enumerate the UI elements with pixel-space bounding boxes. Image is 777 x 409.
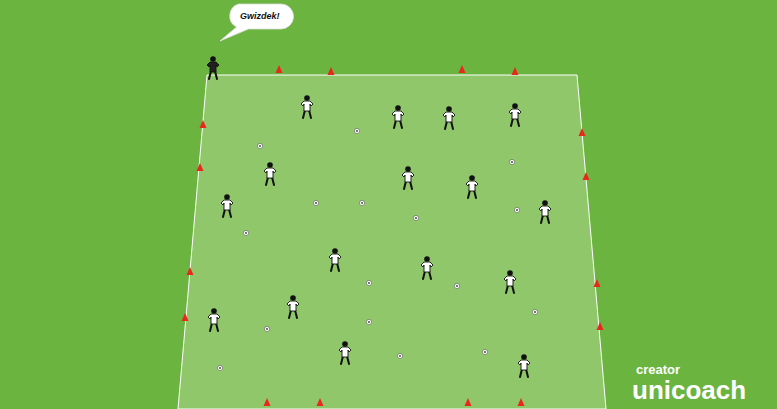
watermark-logo: unicoach [632,377,746,403]
cone-marker [276,65,283,73]
ball [482,349,487,354]
player-figure [539,200,551,223]
watermark-small: creator [636,363,680,376]
ball [366,280,371,285]
player-group [207,56,551,377]
cone-marker [182,313,189,321]
ball [509,159,514,164]
cone-marker [200,120,207,128]
cone-marker [459,65,466,73]
ball [532,309,537,314]
bubble-text: Gwizdek! [240,11,280,21]
player-figure [421,256,433,279]
cone-marker [187,267,194,275]
player-figure [301,95,313,118]
cone-marker [518,398,525,406]
player-figure [443,106,455,129]
ball [264,326,269,331]
player-figure [329,248,341,271]
ball [313,200,318,205]
player-figure [264,162,276,185]
cone-marker [583,172,590,180]
ball [397,353,402,358]
ball [514,207,519,212]
cone-marker [264,398,271,406]
ball [354,128,359,133]
ball [366,319,371,324]
speech-bubble: Gwizdek! [226,4,294,29]
player-figure [466,175,478,198]
cone-marker [597,322,604,330]
player-figure [392,105,404,128]
ball [359,200,364,205]
cone-marker [317,398,324,406]
ball [217,365,222,370]
cone-marker [465,398,472,406]
coach-figure [207,56,219,79]
player-figure [287,295,299,318]
cone-marker [328,67,335,75]
cone-marker [594,279,601,287]
player-figure [518,354,530,377]
cone-marker [197,163,204,171]
cone-marker [579,128,586,136]
player-figure [509,103,521,126]
cone-group [182,65,604,406]
player-figure [221,194,233,217]
ball-group [217,128,537,370]
player-figure [208,308,220,331]
ball [257,143,262,148]
ball [413,215,418,220]
training-area [178,75,606,409]
player-figure [402,166,414,189]
ball [454,283,459,288]
player-figure [504,270,516,293]
ball [243,230,248,235]
player-figure [339,341,351,364]
cone-marker [512,67,519,75]
